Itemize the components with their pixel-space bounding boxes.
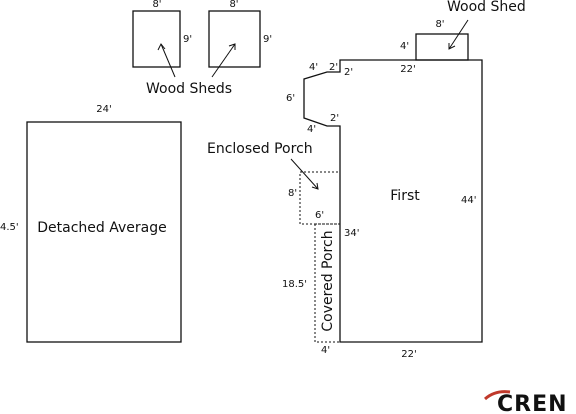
cren-logo: CREN [483,390,568,414]
covered-height-dim: 18.5' [282,279,307,290]
detached-building [26,121,182,343]
bay-left-dim: 6' [286,93,295,104]
shed-right-width: 8' [229,0,238,10]
main-right-dim: 44' [461,195,476,206]
bay-step-top-dim: 2' [329,62,338,73]
enclosed-porch-label: Enclosed Porch [207,141,313,157]
wood-sheds-arrow-left [160,43,176,78]
covered-porch-label: Covered Porch [320,230,336,331]
main-left-dim: 34' [344,228,359,239]
bay-top-dim: 4' [309,62,318,73]
wood-sheds-arrow-right [211,43,236,78]
covered-porch [314,223,341,343]
main-top-dim: 22' [400,64,415,75]
detached-width-dim: 24' [96,104,111,115]
bay-bottom-dim: 4' [307,124,316,135]
first-floor-outline [303,59,483,343]
main-bottom-dim: 22' [401,349,416,360]
wood-sheds-arrowhead-left [157,43,166,51]
wood-shed-label: Wood Shed [447,0,526,15]
shed-left-height: 9' [183,34,192,45]
shed-left-width: 8' [152,0,161,10]
shed-top-width: 8' [435,19,444,30]
shed-right-height: 9' [263,34,272,45]
covered-width-dim: 4' [321,345,330,356]
wood-shed-left [132,10,181,68]
wood-sheds-arrowhead-right [228,43,236,50]
enclosed-width-dim: 6' [315,210,324,221]
detached-label: Detached Average [37,220,166,236]
detached-height-dim: 4.5' [0,222,19,233]
enclosed-height-dim: 8' [288,188,297,199]
logo-swoosh [483,390,511,401]
enclosed-porch-arrow [290,158,319,190]
first-label: First [390,188,420,204]
shed-top-height: 4' [400,41,409,52]
bay-step-top2-dim: 2' [344,67,353,78]
wood-shed-top-right [415,33,469,61]
wood-shed-arrowhead [448,43,456,50]
wood-sheds-label: Wood Sheds [146,81,232,97]
wood-shed-right [208,10,261,68]
wood-shed-arrow [448,19,469,50]
enclosed-porch-arrowhead [311,182,319,190]
bay-step-bottom-dim: 2' [330,113,339,124]
logo-text: CREN [497,392,568,414]
